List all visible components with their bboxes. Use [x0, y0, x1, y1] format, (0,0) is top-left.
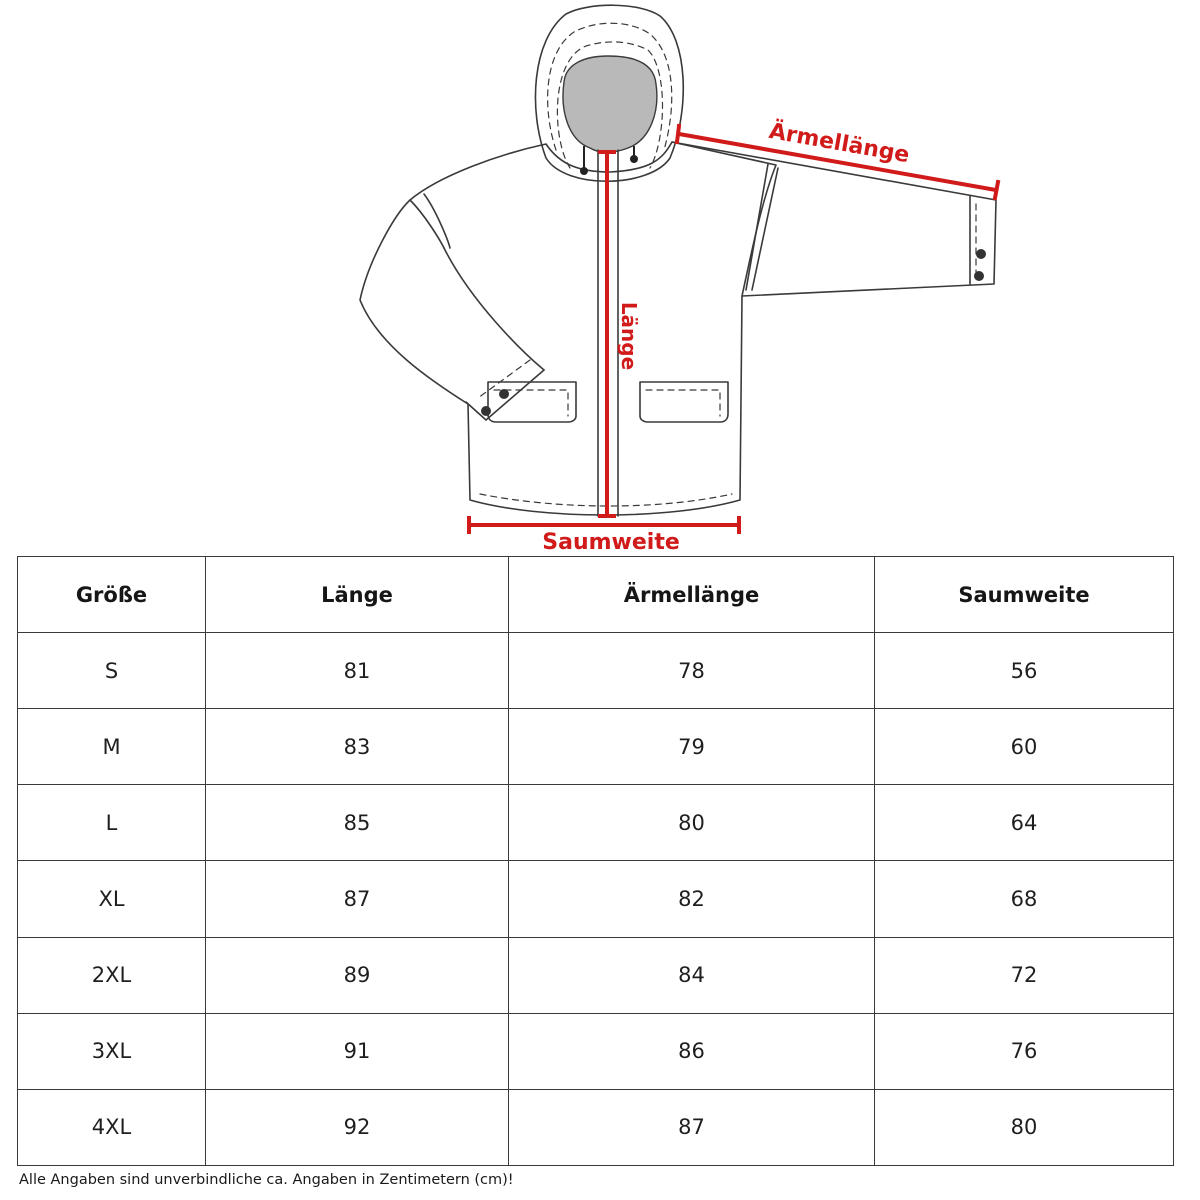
- jacket-illustration: Ärmellänge Länge Saumweite: [359, 4, 1001, 555]
- cell-size: S: [17, 631, 206, 710]
- cell-size: XL: [17, 860, 206, 938]
- drawstring-right-tip: [630, 155, 638, 163]
- cell-hem-width: 80: [874, 1088, 1174, 1167]
- left-pocket: [487, 381, 577, 423]
- cell-length: 85: [205, 784, 509, 862]
- disclaimer-footnote: Alle Angaben sind unverbindliche ca. Ang…: [19, 1172, 514, 1188]
- sleeve-measure-end-left: [674, 123, 682, 145]
- cell-sleeve-length: 87: [508, 1088, 875, 1167]
- hood-outline: [534, 4, 685, 182]
- hood-stitching: [547, 22, 673, 151]
- header-hem-width: Saumweite: [874, 556, 1174, 633]
- hood-face-opening: [562, 55, 658, 154]
- cell-size: 3XL: [17, 1012, 206, 1090]
- table-row: L 85 80 64: [17, 784, 1174, 862]
- hem-width-label: Saumweite: [542, 530, 680, 555]
- left-sleeve-inner: [443, 247, 545, 371]
- cell-length: 83: [205, 708, 509, 786]
- cell-length: 92: [205, 1088, 509, 1167]
- length-label: Länge: [617, 302, 641, 370]
- header-size: Größe: [17, 556, 206, 633]
- jacket-measurement-diagram: Ärmellänge Länge Saumweite: [0, 0, 1200, 556]
- cell-sleeve-length: 82: [508, 860, 875, 938]
- cell-length: 87: [205, 860, 509, 938]
- cell-sleeve-length: 86: [508, 1012, 875, 1090]
- drawstring-left-tip: [580, 167, 588, 175]
- cuff-button-icon: [974, 271, 984, 281]
- cell-size: L: [17, 784, 206, 862]
- cell-sleeve-length: 78: [508, 631, 875, 710]
- sleeve-measure-end-right: [992, 179, 1001, 201]
- cuff-button-icon: [976, 249, 986, 259]
- cell-sleeve-length: 84: [508, 936, 875, 1014]
- cell-sleeve-length: 79: [508, 708, 875, 786]
- jacket-body: [359, 141, 777, 516]
- table-row: S 81 78 56: [17, 631, 1174, 710]
- right-pocket: [639, 381, 729, 423]
- header-length: Länge: [205, 556, 509, 633]
- cuff-button-icon: [481, 406, 491, 416]
- hem-stitch: [479, 493, 733, 507]
- left-pocket-stitch: [493, 389, 569, 417]
- left-cuff-stitch: [477, 359, 531, 399]
- size-chart-table: Größe Länge Ärmellänge Saumweite S 81 78…: [17, 556, 1174, 1167]
- cell-length: 91: [205, 1012, 509, 1090]
- cell-length: 81: [205, 631, 509, 710]
- table-row: XL 87 82 68: [17, 860, 1174, 938]
- table-row: 3XL 91 86 76: [17, 1012, 1174, 1090]
- table-row: 2XL 89 84 72: [17, 936, 1174, 1014]
- left-sleeve-seam-2: [423, 193, 451, 249]
- table-row: M 83 79 60: [17, 708, 1174, 786]
- table-header-row: Größe Länge Ärmellänge Saumweite: [17, 556, 1174, 633]
- cell-hem-width: 60: [874, 708, 1174, 786]
- right-pocket-stitch: [645, 389, 721, 417]
- right-sleeve-seam-2: [751, 167, 779, 291]
- cell-hem-width: 68: [874, 860, 1174, 938]
- cuff-button-icon: [499, 389, 509, 399]
- cell-size: 2XL: [17, 936, 206, 1014]
- right-sleeve-seam: [745, 163, 769, 291]
- cell-length: 89: [205, 936, 509, 1014]
- hood-stitching-inner: [556, 41, 664, 169]
- cell-size: M: [17, 708, 206, 786]
- sleeve-measure-line: [676, 131, 999, 193]
- left-sleeve-seam: [409, 199, 445, 249]
- cell-sleeve-length: 80: [508, 784, 875, 862]
- header-sleeve-length: Ärmellänge: [508, 556, 875, 633]
- cell-hem-width: 64: [874, 784, 1174, 862]
- right-sleeve: [671, 141, 997, 297]
- cell-size: 4XL: [17, 1088, 206, 1167]
- table-row: 4XL 92 87 80: [17, 1088, 1174, 1167]
- cell-hem-width: 72: [874, 936, 1174, 1014]
- cell-hem-width: 76: [874, 1012, 1174, 1090]
- left-cuff: [465, 369, 545, 421]
- cell-hem-width: 56: [874, 631, 1174, 710]
